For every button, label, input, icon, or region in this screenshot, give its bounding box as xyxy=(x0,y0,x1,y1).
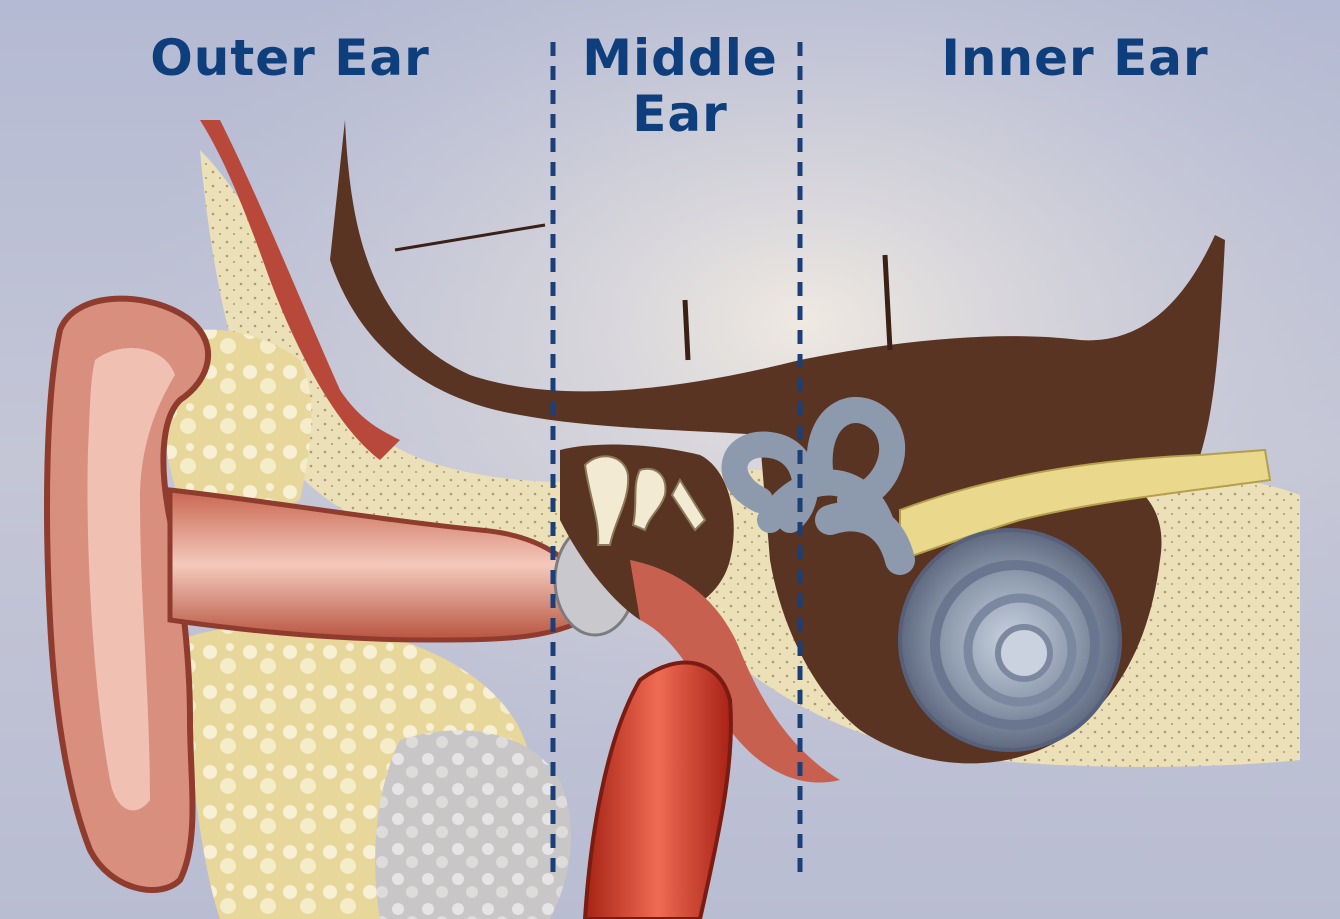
soft-tissue xyxy=(375,730,571,919)
label-middle-ear: Middle Ear xyxy=(565,30,795,142)
label-inner-ear: Inner Ear xyxy=(905,30,1245,86)
label-outer-ear: Outer Ear xyxy=(120,30,460,86)
